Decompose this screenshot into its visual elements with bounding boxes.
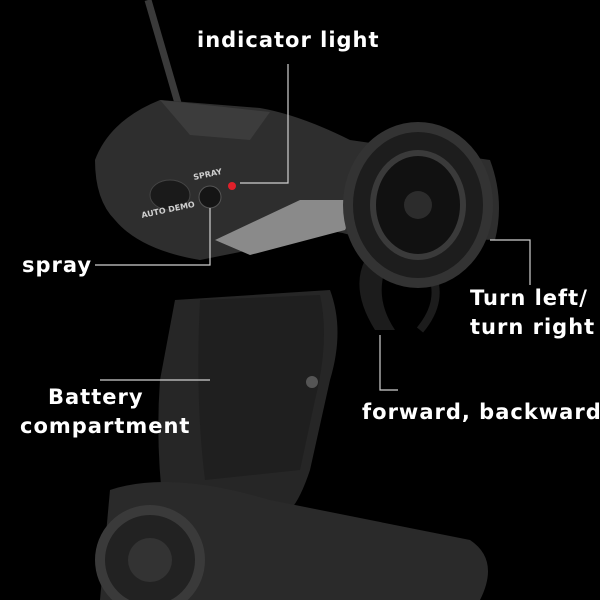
throttle-label: forward, backward	[362, 400, 600, 424]
silver-trim	[215, 200, 360, 255]
spray-leader	[95, 208, 211, 266]
auto-demo-button[interactable]	[149, 179, 191, 211]
spray-button[interactable]	[198, 185, 222, 209]
head-vent	[160, 100, 270, 140]
indicator-leader	[240, 64, 289, 184]
bottom-wheel	[95, 505, 205, 600]
indicator-light-label: indicator light	[197, 28, 380, 52]
turn-label-line1: Turn left/	[470, 286, 588, 310]
turn-label-line2: turn right	[470, 315, 596, 339]
turn-leader	[490, 239, 531, 285]
leader-lines	[95, 64, 531, 391]
screw-icon	[306, 376, 318, 388]
antenna	[144, 0, 184, 111]
indicator-led	[228, 182, 236, 190]
battery-label-line2: compartment	[20, 414, 191, 438]
battery-label-line1: Battery	[48, 385, 144, 409]
throttle-trigger[interactable]	[359, 260, 395, 330]
spray-label: spray	[22, 253, 93, 277]
steering-wheel[interactable]	[343, 122, 493, 288]
battery-compartment	[198, 295, 324, 480]
throttle-leader	[379, 335, 398, 391]
